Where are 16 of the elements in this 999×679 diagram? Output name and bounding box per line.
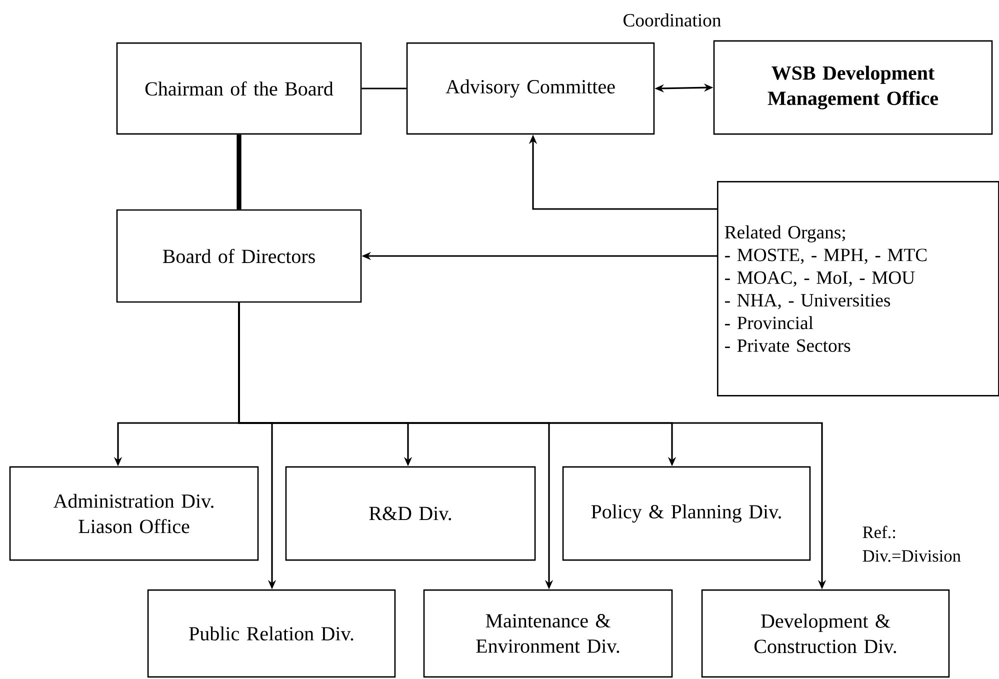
org-box: WSB Development Management Office [713, 40, 993, 135]
org-box: Development & Construction Div. [701, 589, 950, 678]
org-box: Advisory Committee [406, 42, 655, 135]
note-text: Ref.: [862, 526, 896, 538]
org-box: Chairman of the Board [116, 42, 362, 135]
org-box: Administration Div. Liason Office [9, 466, 259, 561]
note-text: Div.=Division [862, 550, 961, 562]
org-box: Policy & Planning Div. [562, 466, 811, 561]
org-box: Maintenance & Environment Div. [423, 589, 673, 678]
connector [362, 88, 406, 90]
connector [236, 134, 242, 210]
org-box: Public Relation Div. [147, 589, 396, 678]
org-box: R&D Div. [285, 466, 536, 561]
org-box: Board of Directors [116, 209, 362, 303]
organ-list-box: Related Organs; - MOSTE, - MPH, - MTC - MOAC, - MoI, - MOU - NHA, - Universities - Provincial - Private Sectors [717, 181, 999, 396]
edge-label: Coordination [621, 12, 723, 28]
